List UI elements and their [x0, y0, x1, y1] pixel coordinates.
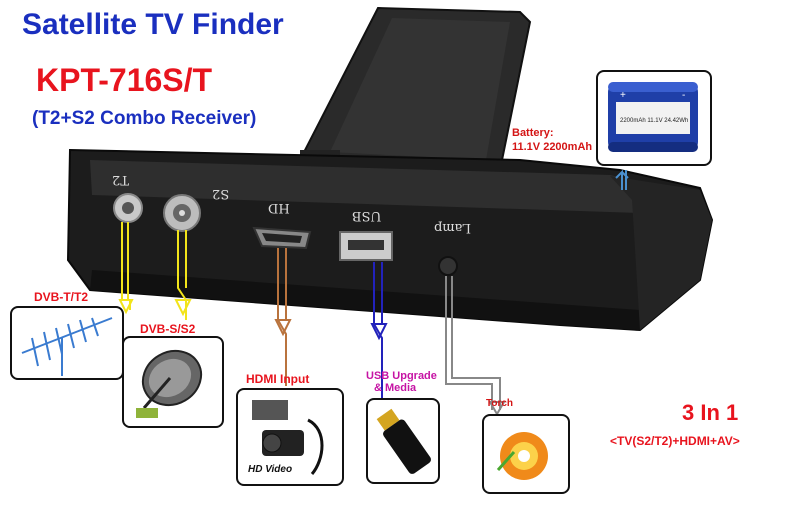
usb-stick-icon	[376, 408, 432, 474]
port-label-s2: S2	[212, 186, 230, 201]
hdmi-input-label: HDMI Input	[246, 372, 310, 386]
port-label-lamp: Lamp	[434, 220, 472, 235]
t2-connector	[113, 193, 143, 223]
hdmi-line	[277, 248, 287, 386]
port-label-usb: USB	[352, 208, 382, 223]
usb-connector	[339, 231, 393, 261]
model-name: KPT-716S/T	[36, 62, 213, 98]
hdmi-connector	[252, 226, 312, 250]
antenna-box	[10, 306, 124, 380]
torch-box	[482, 414, 570, 494]
usb-upgrade-line1: USB Upgrade	[366, 370, 437, 382]
battery-pack-image: + -	[608, 82, 698, 152]
battery-cell-text: 2200mAh 11.1V 24.42Wh	[620, 118, 689, 124]
usb-upgrade-label: USB Upgrade & Media	[366, 370, 437, 394]
three-in-one-label: 3 In 1	[682, 400, 739, 425]
battery-label-line1: Battery:	[512, 127, 554, 139]
page-title: Satellite TV Finder	[22, 8, 284, 41]
torch-label: Torch	[486, 398, 514, 409]
modes-label: <TV(S2/T2)+HDMI+AV>	[610, 434, 740, 448]
hdmi-devices-image	[252, 400, 324, 475]
dvb-t-label: DVB-T/T2	[34, 290, 88, 304]
satellite-dish-icon	[136, 349, 203, 418]
torch-icon	[496, 432, 548, 480]
svg-text:-: -	[682, 90, 685, 101]
s2-connector	[163, 194, 201, 232]
dvb-s-label: DVB-S/S2	[140, 322, 196, 336]
hdmi-box: HD Video	[236, 388, 344, 486]
lamp-line	[445, 276, 493, 410]
page-subtitle: (T2+S2 Combo Receiver)	[32, 108, 257, 129]
port-label-hd: HD	[268, 200, 290, 215]
battery-arrow	[615, 169, 629, 190]
battery-box: + - 2200mAh 11.1V 24.42Wh	[596, 70, 712, 166]
dish-box	[122, 336, 224, 428]
battery-label-line2: 11.1V 2200mAh	[512, 141, 593, 153]
lamp-line-2	[451, 276, 501, 410]
hd-video-label: HD Video	[248, 464, 293, 475]
usb-line	[373, 262, 383, 400]
device-body	[66, 148, 714, 332]
antenna-icon	[21, 317, 113, 376]
svg-text:+: +	[620, 90, 626, 101]
battery-label: Battery: 11.1V 2200mAh	[512, 126, 592, 154]
port-label-t2: T2	[112, 172, 129, 187]
usb-upgrade-line2: & Media	[374, 382, 417, 394]
usb-box	[366, 398, 440, 484]
lamp-connector	[438, 256, 458, 276]
